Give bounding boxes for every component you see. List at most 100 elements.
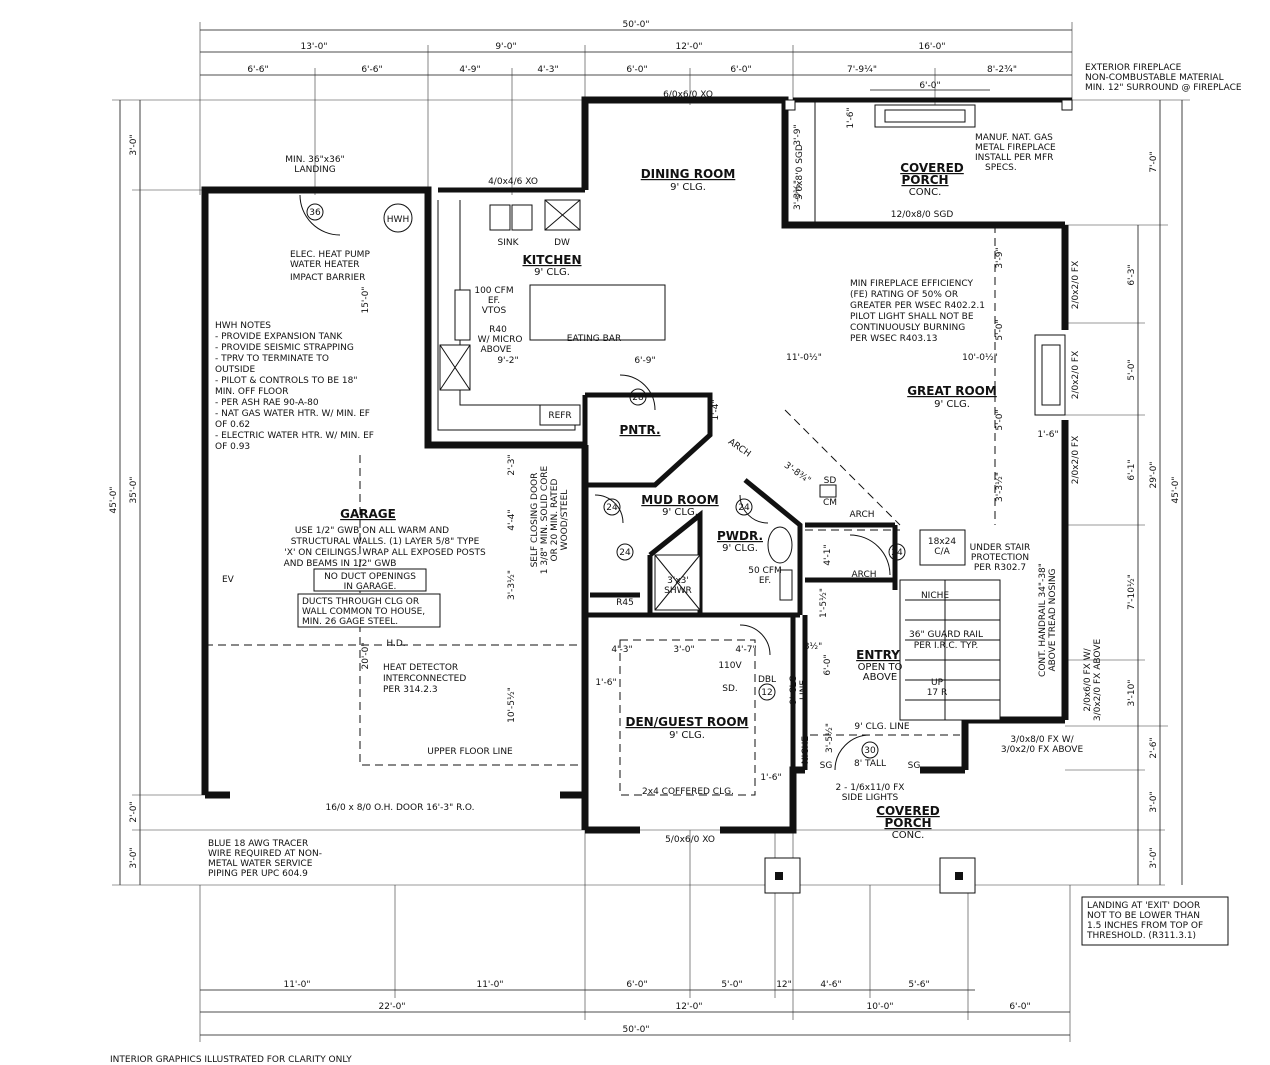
dim-bot-4: 5'-0" [721,980,742,990]
ducts-1: WALL COMMON TO HOUSE, [302,607,425,617]
label-sd-den: SD. [722,684,738,694]
dim-bot-6: 4'-6" [820,980,841,990]
label-fp-note-2: METAL FIREPLACE [975,143,1056,153]
room-great-clg: 9' CLG. [934,399,970,410]
self-closing-1: 1 3/8" MIN. SOLID CORE [540,465,550,574]
label-eff-5: CONTINUOUSLY BURNING [850,323,965,333]
idim-1-5half: 1'-5½" [819,588,829,618]
under-stair-0: UNDER STAIR [970,543,1031,553]
dim-right-outer-1: 7'-0" [1149,151,1159,172]
under-stair-2: PER R302.7 [974,563,1026,573]
label-8-tall: 8' TALL [854,759,886,769]
tag-30: 30 [864,746,876,756]
idim-gr-3-3half: 3'-3½" [995,472,1005,502]
tag-24c: 24 [619,548,631,558]
idim-6-9: 6'-9" [634,356,655,366]
dim-top2-7: 7'-9¼" [847,65,877,75]
dim-top2-3: 4'-9" [459,65,480,75]
label-ext-fp-2: NON-COMBUSTABLE MATERIAL [1085,73,1224,83]
room-pwdr-name: PWDR. [717,529,763,543]
dim-top2-8: 8'-2¾" [987,65,1017,75]
label-landing-1: MIN. 36"x36" [285,155,344,165]
fx-entry-0: 3/0x8/0 FX W/ [1010,735,1074,745]
label-arch-1: ARCH [726,437,752,460]
label-window-kitchen: 4/0x4/6 XO [488,177,538,187]
blue-tracer-3: PIPING PER UPC 604.9 [208,869,308,879]
idim-gr-1-6: 1'-6" [1037,430,1058,440]
label-niche: NICHE [921,591,949,601]
dim-right-8: 3'-0" [1149,847,1159,868]
handrail-1: ABOVE TREAD NOSING [1048,568,1058,671]
label-fp-note-3: INSTALL PER MFR [975,153,1053,163]
label-eff-1: MIN FIREPLACE EFFICIENCY [850,279,973,289]
hwh-note-2: - PROVIDE SEISMIC STRAPPING [215,343,354,353]
dim-bot-5: 12" [776,980,792,990]
label-window-den: 5/0x6/0 XO [665,835,715,845]
room-pwdr-clg: 9' CLG. [722,543,758,554]
dim-top2-6: 6'-0" [730,65,751,75]
hwh-note-10: - ELECTRIC WATER HTR. W/ MIN. EF [215,431,374,441]
label-eff-2: (FE) RATING OF 50% OR [850,290,958,300]
label-r40-2: W/ MICRO [478,335,523,345]
label-window-dining: 6/0x6/0 XO [663,90,713,100]
dim-left-overall: 45'-0" [109,486,119,513]
room-porch-top-sub: CONC. [909,187,942,198]
room-dining-clg: 9' CLG. [670,182,706,193]
idim-1-6: 1'-6" [846,107,856,128]
label-cm: CM [823,498,837,508]
label-r45: R45 [616,598,634,608]
label-cfm-2: EF. [488,296,500,306]
idim-2-3: 2'-3" [507,454,517,475]
left-dimensions: 45'-0" 3'-0" 35'-0" 2'-0" 3'-0" [109,99,1165,886]
label-shwr-1: 3'x3' [667,576,689,586]
room-garage-name: GARAGE [340,507,396,521]
idim-10-5half: 10'-5½" [507,687,517,723]
label-shwr-2: SHWR [664,586,692,596]
label-cfm50-2: EF. [759,576,771,586]
idim-den-1-6: 1'-6" [595,678,616,688]
dim-top2-4: 4'-3" [537,65,558,75]
room-porch-top-line2: PORCH [901,173,948,187]
hwh-note-0: HWH NOTES [215,321,271,331]
guard-rail-1: PER I.R.C. TYP. [914,641,978,651]
footer-note: INTERIOR GRAPHICS ILLUSTRATED FOR CLARIT… [110,1055,352,1065]
label-r40-1: R40 [489,325,507,335]
label-eff-4: PILOT LIGHT SHALL NOT BE [850,312,974,322]
dim-right-7: 3'-0" [1149,791,1159,812]
tag-36: 36 [309,208,321,218]
interior-walls [438,187,898,770]
landing-exit-2: 1.5 INCHES FROM TOP OF [1087,921,1203,931]
fx-upper-0: 2/0x6/0 FX W/ [1083,647,1093,711]
label-impact: IMPACT BARRIER [290,273,365,283]
bottom-dimensions: 11'-0" 11'-0" 6'-0" 5'-0" 12" 4'-6" 5'-6… [199,830,1071,1042]
top-dimensions: 50'-0" 13'-0" 9'-0" 12'-0" 16'-0" 6'-6" … [199,20,1073,195]
dim-left-1: 3'-0" [129,134,139,155]
garage-note-3: AND BEAMS IN 1/2" GWB [284,559,397,569]
label-ev: EV [222,575,235,585]
dim-top-4: 16'-0" [918,42,945,52]
room-dining-name: DINING ROOM [641,167,736,181]
dim-left-3: 2'-0" [129,801,139,822]
hwh-note-4: OUTSIDE [215,365,255,375]
idim-gr-5-0b: 5'-0" [995,409,1005,430]
dim-top-3: 12'-0" [675,42,702,52]
hwh-note-5: - PILOT & CONTROLS TO BE 18" [215,376,357,386]
room-porch-bottom-sub: CONC. [892,830,925,841]
idim-gr-5-0a: 5'-0" [995,319,1005,340]
hwh-note-11: OF 0.93 [215,442,250,452]
tag-12: 12 [761,688,772,698]
hwh-note-7: - PER ASH RAE 90-A-80 [215,398,319,408]
room-kitchen-name: KITCHEN [522,253,581,267]
label-landing-2: LANDING [294,165,335,175]
room-porch-bottom-line2: PORCH [884,816,931,830]
label-clg-line2: 9' CLG. LINE [854,722,909,732]
dim-right-3: 6'-1" [1127,459,1137,480]
hwh-note-8: - NAT GAS WATER HTR. W/ MIN. EF [215,409,370,419]
fixtures [205,104,1066,894]
idim-3-3half-b: 3'-3½" [507,570,517,600]
landing-exit-3: THRESHOLD. (R311.3.1) [1086,931,1196,941]
label-upper-floor: UPPER FLOOR LINE [427,747,513,757]
dim-top2-2: 6'-6" [361,65,382,75]
sidelights-1: SIDE LIGHTS [842,793,899,803]
label-cfm-1: 100 CFM [474,286,513,296]
